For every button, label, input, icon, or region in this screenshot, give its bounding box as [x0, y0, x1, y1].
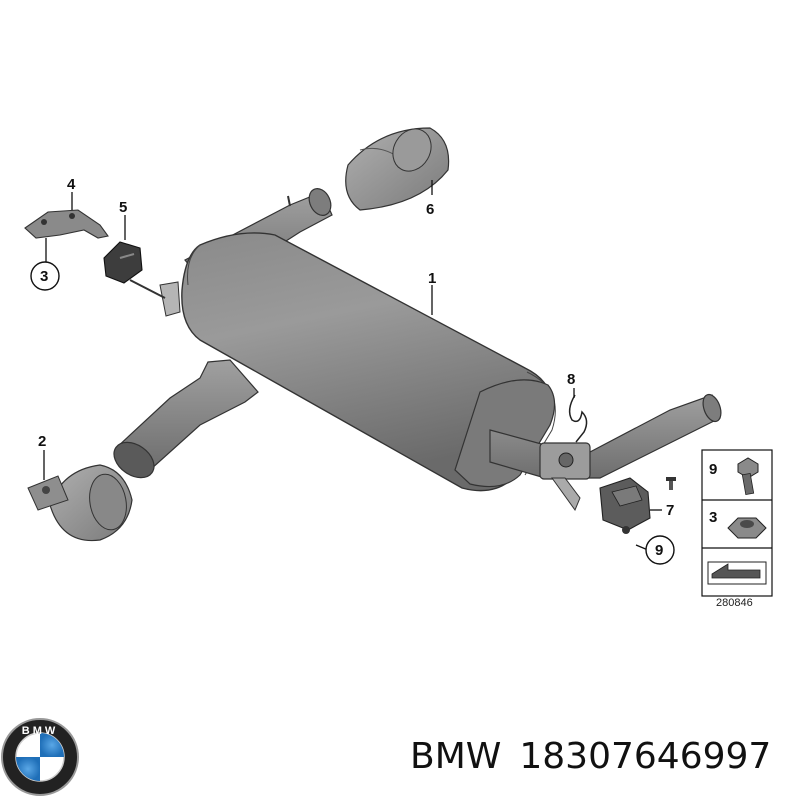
spring-clip — [568, 394, 588, 443]
callout-9: 9 — [655, 542, 663, 559]
flap-actuator — [599, 477, 651, 534]
callout-5: 5 — [119, 199, 127, 216]
tailpipe-tip-upper — [345, 127, 450, 211]
bmw-logo: BMW — [1, 718, 79, 796]
callout-9-circle — [645, 535, 675, 565]
rubber-mount — [103, 241, 143, 284]
lower-outlet-pipe — [113, 359, 259, 479]
direction-arrow-icon — [707, 561, 767, 585]
callout-2: 2 — [38, 433, 46, 450]
fastener-legend: 9 3 280846 — [701, 449, 773, 609]
legend-row2-number: 3 — [709, 509, 717, 526]
callout-3-circle — [30, 261, 60, 291]
bmw-logo-text: BMW — [22, 725, 59, 737]
leader-lines — [43, 180, 662, 551]
right-outlet-pipe — [489, 393, 722, 512]
part-caption: BMW 18307646997 — [410, 732, 795, 782]
small-screw — [666, 477, 676, 490]
callout-6: 6 — [426, 201, 434, 218]
muffler-hanger — [129, 279, 181, 317]
callout-7: 7 — [666, 502, 674, 519]
callout-4: 4 — [67, 176, 76, 193]
callout-1: 1 — [428, 270, 436, 287]
rear-muffler — [181, 232, 556, 492]
mounting-bracket — [24, 209, 109, 239]
diagram-number: 280846 — [716, 597, 753, 609]
legend-row1-number: 9 — [709, 461, 717, 478]
nut-icon — [727, 517, 767, 539]
brand-name: BMW — [410, 736, 502, 777]
callout-8: 8 — [567, 371, 575, 388]
bolt-icon — [737, 457, 759, 496]
part-number: 18307646997 — [519, 736, 772, 777]
callout-3: 3 — [40, 268, 48, 285]
tailpipe-tip-lower — [27, 464, 133, 542]
